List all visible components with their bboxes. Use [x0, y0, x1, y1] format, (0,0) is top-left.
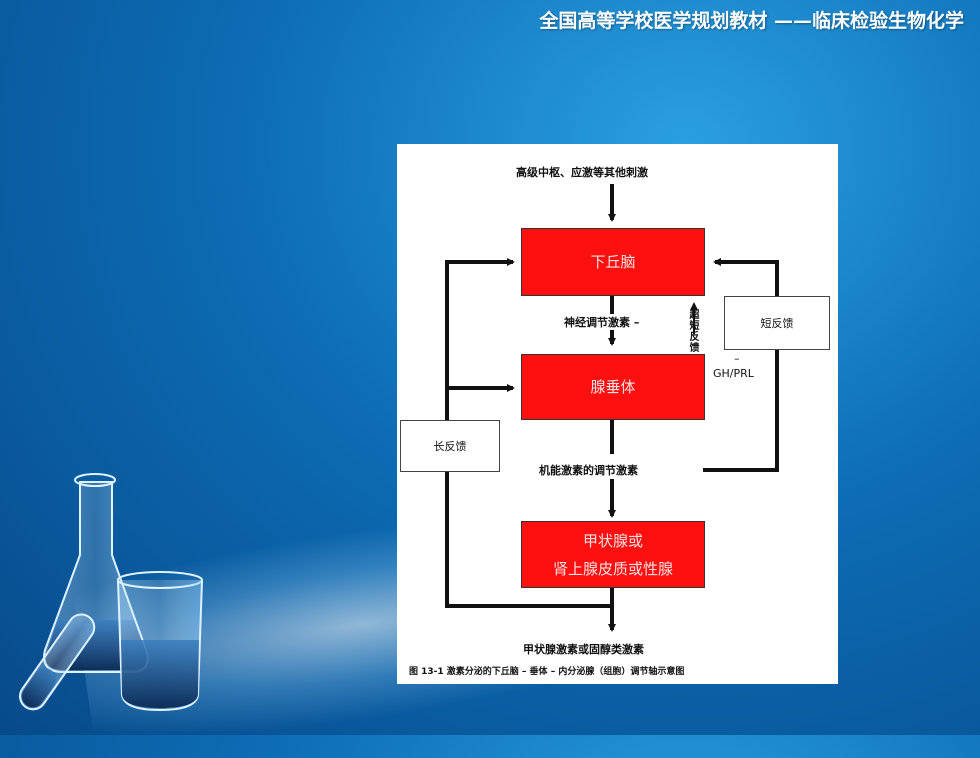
ultra-short-feedback-label: 超短反馈 [689, 310, 700, 354]
test-tube-icon [19, 613, 96, 711]
pituitary-box: 腺垂体 [521, 354, 705, 420]
target-gland-line1: 甲状腺或 [582, 531, 643, 550]
target-gland-line2: 肾上腺皮质或性腺 [552, 559, 673, 578]
figure-caption: 图 13-1 激素分泌的下丘脑 – 垂体 – 内分泌腺（组胞）调节轴示意图 [409, 667, 685, 677]
lab-glassware-illustration [19, 473, 203, 712]
pituitary-label: 腺垂体 [590, 378, 636, 396]
gh-prl-label: GH/PRL [713, 367, 754, 380]
header-title: 全国高等学校医学规划教材 ——临床检验生物化学 [539, 10, 964, 32]
stimulus-label: 高级中枢、应激等其他刺激 [516, 166, 648, 179]
short-feedback-box: 短反馈 [724, 296, 830, 350]
output-hormone-label: 甲状腺激素或固醇类激素 [523, 643, 644, 656]
diagram-panel: 高级中枢、应激等其他刺激 下丘脑 神经调节激素 – 超短反馈 短反馈 – GH/… [397, 144, 838, 684]
long-feedback-label: 长反馈 [433, 440, 467, 453]
neuro-hormone-label: 神经调节激素 – [562, 314, 642, 330]
tropic-hormone-label: 机能激素的调节激素 [537, 462, 640, 478]
hypothalamus-label: 下丘脑 [590, 253, 636, 271]
target-gland-box: 甲状腺或 肾上腺皮质或性腺 [521, 521, 705, 588]
short-feedback-loop [703, 258, 779, 472]
short-feedback-label: 短反馈 [760, 317, 794, 330]
hypothalamus-box: 下丘脑 [521, 228, 705, 296]
long-feedback-box: 长反馈 [400, 420, 500, 472]
gh-prl-minus: – [734, 352, 740, 365]
beaker-icon [117, 571, 203, 712]
